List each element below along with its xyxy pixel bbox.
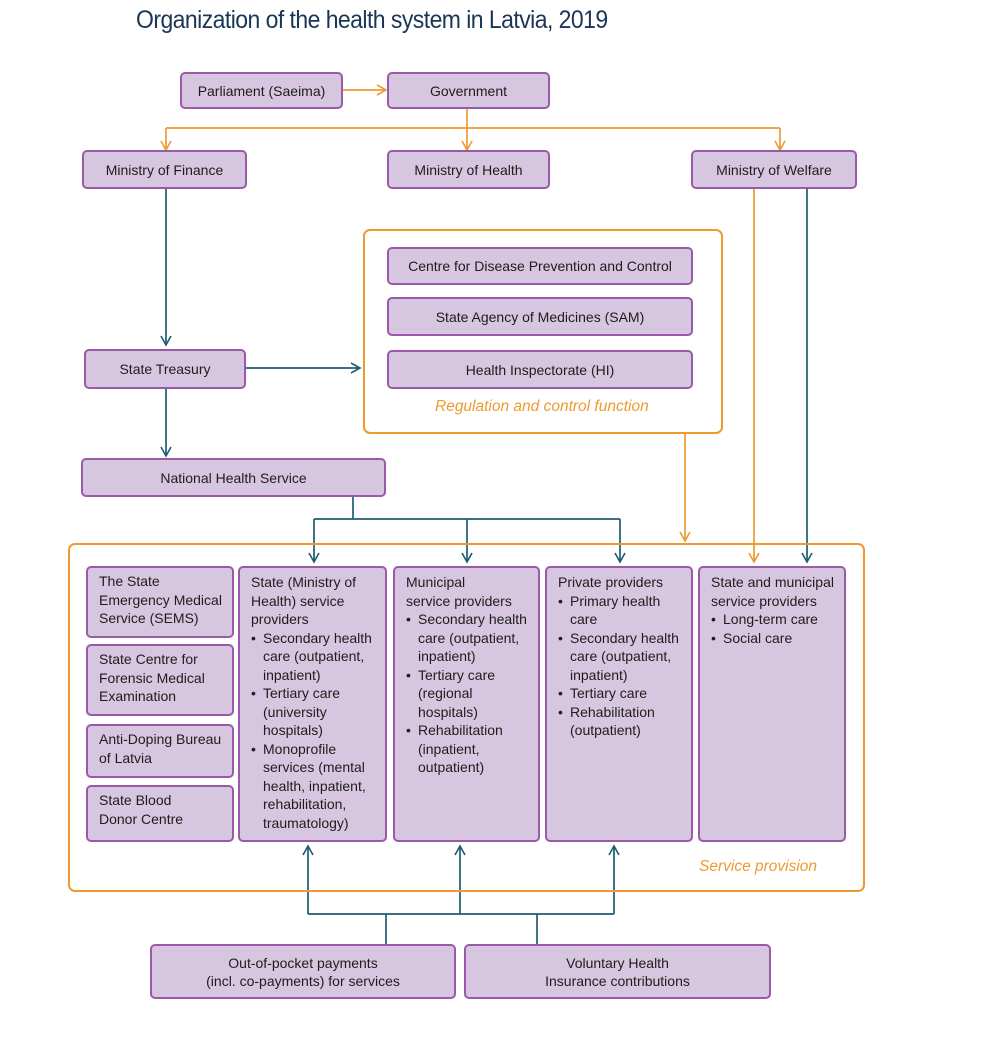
list-item: Social care — [711, 629, 837, 648]
sems-box: The State Emergency Medical Service (SEM… — [86, 566, 234, 638]
sam-label: State Agency of Medicines (SAM) — [435, 308, 645, 325]
sam-box: State Agency of Medicines (SAM) — [387, 297, 693, 336]
out-of-pocket-line2: (incl. co-payments) for services — [206, 972, 400, 989]
voluntary-insurance-box: Voluntary Health Insurance contributions — [464, 944, 771, 999]
list-item: Tertiary care — [558, 684, 684, 703]
list-item: Rehabilitation(inpatient,outpatient) — [406, 721, 531, 777]
ministry-finance-label: Ministry of Finance — [105, 161, 224, 178]
state-providers-head: providers — [251, 611, 309, 627]
regulation-frame — [363, 229, 723, 434]
hi-label: Health Inspectorate (HI) — [465, 361, 615, 378]
page-title: Organization of the health system in Lat… — [136, 6, 608, 34]
voluntary-insurance-line1: Voluntary Health — [566, 954, 669, 971]
out-of-pocket-box: Out-of-pocket payments (incl. co-payment… — [150, 944, 456, 999]
blood-donor-box: State Blood Donor Centre — [86, 785, 234, 842]
service-frame — [68, 543, 865, 892]
sems-line: The State — [99, 573, 160, 589]
state-providers-head: State (Ministry of — [251, 574, 357, 590]
list-item: Rehabilitation(outpatient) — [558, 703, 684, 740]
hi-box: Health Inspectorate (HI) — [387, 350, 693, 389]
forensic-line: State Centre for — [99, 651, 198, 667]
sems-line: Service (SEMS) — [99, 610, 199, 626]
ministry-welfare-label: Ministry of Welfare — [716, 161, 832, 178]
municipal-providers-head: Municipal — [406, 574, 466, 590]
service-label: Service provision — [699, 858, 818, 875]
ministry-health-box: Ministry of Health — [387, 150, 550, 189]
cdpc-label: Centre for Disease Prevention and Contro… — [408, 258, 672, 274]
national-health-service-box: National Health Service — [81, 458, 386, 497]
blood-donor-line: Donor Centre — [99, 810, 184, 827]
state-treasury-label: State Treasury — [119, 361, 211, 377]
parliament-box: Parliament (Saeima) — [180, 72, 343, 109]
state-providers-head: Health) service — [251, 592, 345, 609]
ministry-health-label: Ministry of Health — [414, 161, 523, 178]
government-label: Government — [429, 82, 508, 99]
anti-doping-line: of Latvia — [99, 749, 152, 766]
private-providers-head: Private providers — [558, 574, 664, 590]
voluntary-insurance-line2: Insurance contributions — [545, 972, 690, 989]
government-box: Government — [387, 72, 550, 109]
forensic-box: State Centre for Forensic Medical Examin… — [86, 644, 234, 716]
municipal-providers-head: service providers — [406, 592, 512, 609]
ministry-welfare-box: Ministry of Welfare — [691, 150, 857, 189]
state-municipal-providers-box: State and municipal service providers Lo… — [698, 566, 846, 842]
state-municipal-providers-head: State and municipal — [711, 574, 834, 590]
parliament-label: Parliament (Saeima) — [197, 82, 326, 99]
list-item: Long-term care — [711, 610, 837, 629]
anti-doping-box: Anti-Doping Bureau of Latvia — [86, 724, 234, 778]
state-municipal-providers-head: service providers — [711, 592, 817, 609]
anti-doping-line: Anti-Doping Bureau — [99, 731, 222, 747]
municipal-providers-box: Municipal service providers Secondary he… — [393, 566, 540, 842]
forensic-line: Examination — [99, 688, 177, 704]
forensic-line: Forensic Medical — [99, 669, 205, 686]
cdpc-box: Centre for Disease Prevention and Contro… — [387, 247, 693, 285]
state-providers-box: State (Ministry of Health) service provi… — [238, 566, 387, 842]
blood-donor-line: State Blood — [99, 792, 172, 808]
regulation-label: Regulation and control function — [435, 398, 649, 415]
state-treasury-box: State Treasury — [84, 349, 246, 389]
sems-line: Emergency Medical — [99, 591, 222, 608]
out-of-pocket-line1: Out-of-pocket payments — [228, 954, 378, 971]
ministry-finance-box: Ministry of Finance — [82, 150, 247, 189]
national-health-service-label: National Health Service — [160, 469, 307, 486]
